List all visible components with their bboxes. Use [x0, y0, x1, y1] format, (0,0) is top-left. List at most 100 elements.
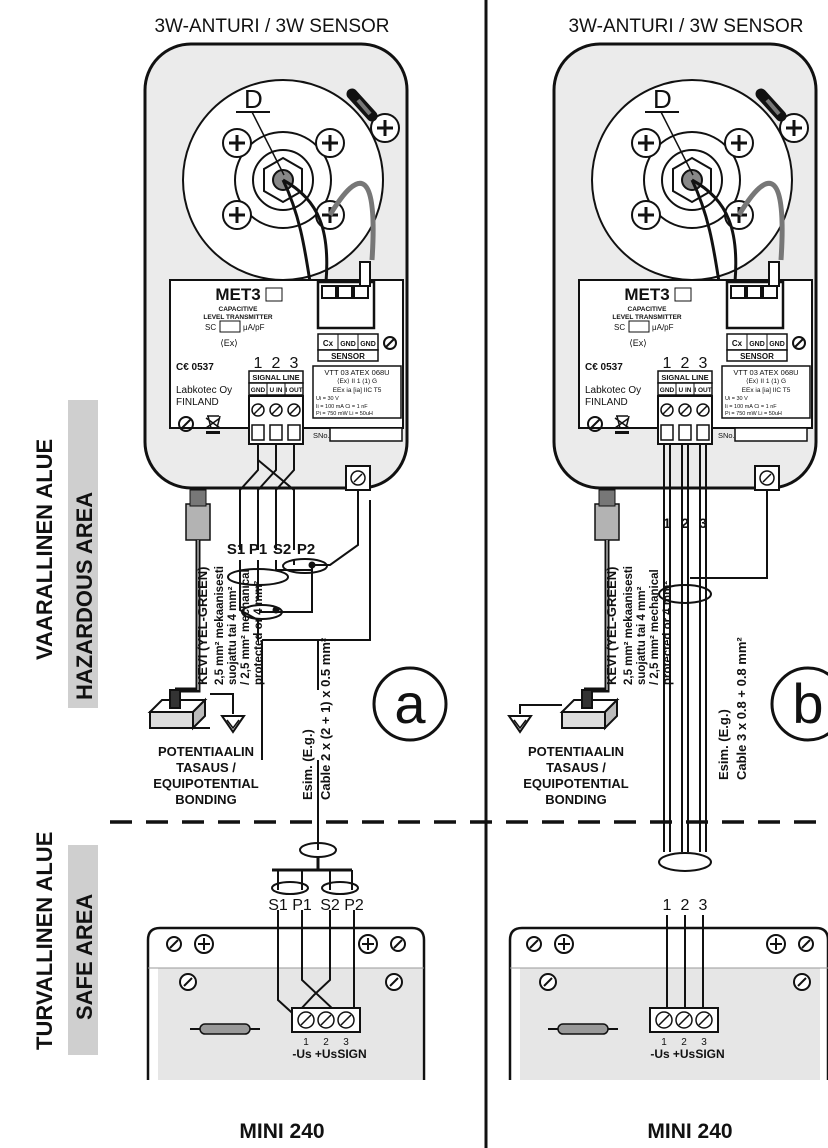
svg-text:SIGNAL LINE: SIGNAL LINE	[252, 373, 299, 382]
svg-text:FINLAND: FINLAND	[176, 397, 219, 408]
wire-label-bottom: S2	[320, 897, 340, 914]
svg-text:VTT 03 ATEX 068U: VTT 03 ATEX 068U	[733, 368, 798, 377]
cable-label-eg: Esim. (E.g.)	[300, 729, 315, 800]
safe-area-band	[68, 845, 98, 1055]
safe-area-label-fi: TURVALLINEN ALUE	[32, 832, 57, 1050]
svg-text:SNo.: SNo.	[718, 431, 735, 440]
svg-text:⟨Ex⟩ II 1 (1) G: ⟨Ex⟩ II 1 (1) G	[746, 377, 786, 385]
wire-label-top: P2	[297, 541, 315, 558]
svg-text:Labkotec Oy: Labkotec Oy	[585, 385, 641, 396]
svg-text:SENSOR: SENSOR	[331, 352, 365, 361]
svg-text:+Us: +Us	[315, 1047, 338, 1061]
wire-label-top: S1	[227, 541, 245, 558]
safe-area-label-en: SAFE AREA	[72, 894, 97, 1020]
svg-text:Ui = 30 V: Ui = 30 V	[725, 396, 748, 402]
cable-label: Cable 2 x (2 + 1) x 0.5 mm²	[318, 637, 333, 800]
sensor-connector	[316, 280, 376, 330]
svg-text:SIGN: SIGN	[337, 1047, 366, 1061]
svg-text:FINLAND: FINLAND	[585, 397, 628, 408]
svg-text:protected or 4 mm²: protected or 4 mm²	[662, 581, 674, 685]
svg-text:μA/pF: μA/pF	[652, 323, 674, 332]
svg-text:suojattu tai 4 mm²: suojattu tai 4 mm²	[227, 586, 239, 685]
bonding-bar-icon	[147, 689, 210, 731]
variant-marker	[770, 666, 828, 742]
svg-text:Labkotec Oy: Labkotec Oy	[176, 385, 232, 396]
svg-text:3: 3	[699, 355, 708, 372]
svg-text:LEVEL TRANSMITTER: LEVEL TRANSMITTER	[612, 314, 682, 321]
svg-text:SENSOR: SENSOR	[740, 352, 774, 361]
sensor-connector	[725, 280, 785, 330]
svg-text:SNo.: SNo.	[313, 431, 330, 440]
svg-text:GND: GND	[340, 341, 356, 348]
svg-text:TASAUS /: TASAUS /	[176, 760, 236, 775]
cable-label: Cable 3 x 0.8 + 0.8 mm²	[734, 637, 749, 780]
svg-text:EQUIPOTENTIAL: EQUIPOTENTIAL	[523, 776, 629, 791]
svg-text:EEx ia [ia] IIC T5: EEx ia [ia] IIC T5	[333, 387, 382, 394]
board-model: MET3	[624, 285, 669, 304]
svg-text:3: 3	[701, 1037, 707, 1048]
svg-text:suojattu tai 4 mm²: suojattu tai 4 mm²	[636, 586, 648, 685]
earth-symbol-icon	[587, 416, 603, 432]
svg-text:Ui = 30 V: Ui = 30 V	[316, 396, 339, 402]
svg-text:2,5 mm² mekaanisesti: 2,5 mm² mekaanisesti	[623, 566, 635, 685]
svg-text:1: 1	[303, 1037, 309, 1048]
svg-text:+Us: +Us	[673, 1047, 696, 1061]
svg-text:⟨Ex⟩: ⟨Ex⟩	[220, 338, 238, 348]
detail-label: D	[653, 84, 672, 114]
detail-label: D	[244, 84, 263, 114]
ground-wire-label: KEVI (YEL-GREEN)	[195, 567, 210, 685]
svg-text:3: 3	[290, 355, 299, 372]
board-model: MET3	[215, 285, 260, 304]
svg-text:⟨Ex⟩: ⟨Ex⟩	[629, 338, 647, 348]
svg-text:SC: SC	[614, 323, 625, 332]
svg-text:Cx: Cx	[323, 339, 334, 348]
cable-gland	[594, 503, 620, 541]
svg-text:GND: GND	[660, 387, 675, 394]
svg-text:GND: GND	[769, 341, 785, 348]
svg-text:/ 2,5 mm² mechanical: / 2,5 mm² mechanical	[240, 569, 252, 685]
svg-text:protected or 4 mm²: protected or 4 mm²	[253, 581, 265, 685]
unit-name: MINI 240	[239, 1120, 324, 1143]
svg-text:CAPACITIVE: CAPACITIVE	[628, 306, 668, 313]
svg-text:a: a	[394, 672, 426, 735]
variant-marker	[372, 666, 448, 742]
wire-label-bottom: P1	[292, 897, 312, 914]
panel-a: 3W-ANTURI / 3W SENSOR D MET3 C	[143, 16, 448, 1143]
weee-icon	[205, 415, 221, 429]
certification-box	[721, 365, 811, 419]
svg-text:2: 2	[681, 1037, 687, 1048]
svg-text:GND: GND	[360, 341, 376, 348]
svg-text:I OUT: I OUT	[285, 387, 302, 394]
svg-text:GND: GND	[251, 387, 266, 394]
svg-text:2,5 mm² mekaanisesti: 2,5 mm² mekaanisesti	[214, 566, 226, 685]
svg-text:Ii = 100 mA Ci = 1 nF: Ii = 100 mA Ci = 1 nF	[725, 404, 777, 410]
svg-text:Cx: Cx	[732, 339, 743, 348]
panel-b: 3W-ANTURI / 3W SENSOR D MET3 CAPACITIVE …	[507, 16, 828, 1143]
wire-label-bottom: 3	[699, 897, 708, 914]
svg-text:EEx ia [ia] IIC T5: EEx ia [ia] IIC T5	[742, 387, 791, 394]
svg-text:2: 2	[323, 1037, 329, 1048]
receiver-tube	[557, 1023, 609, 1035]
svg-text:TASAUS /: TASAUS /	[546, 760, 606, 775]
sensor-title: 3W-ANTURI / 3W SENSOR	[154, 16, 389, 37]
cable-gland	[185, 503, 211, 541]
wire-label-top: 2	[681, 515, 689, 531]
ground-wire-label: KEVI (YEL-GREEN)	[604, 567, 619, 685]
svg-text:POTENTIAALIN: POTENTIAALIN	[158, 744, 254, 759]
ground-symbol-icon	[220, 715, 246, 734]
cable-label-eg: Esim. (E.g.)	[716, 709, 731, 780]
hazardous-area-label-fi: VAARALLINEN ALUE	[32, 439, 57, 660]
svg-text:CAPACITIVE: CAPACITIVE	[219, 306, 259, 313]
wire-label-bottom: P2	[344, 897, 364, 914]
svg-text:C€ 0537: C€ 0537	[585, 362, 623, 373]
ground-symbol-icon	[507, 715, 533, 734]
zone-labels: VAARALLINEN ALUE HAZARDOUS AREA TURVALLI…	[32, 400, 98, 1055]
unit-name: MINI 240	[647, 1120, 732, 1143]
sensor-title: 3W-ANTURI / 3W SENSOR	[568, 16, 803, 37]
svg-text:LEVEL TRANSMITTER: LEVEL TRANSMITTER	[203, 314, 273, 321]
svg-text:b: b	[792, 672, 823, 735]
svg-text:2: 2	[272, 355, 281, 372]
earth-symbol-icon	[178, 416, 194, 432]
wire-label-top: S2	[273, 541, 291, 558]
